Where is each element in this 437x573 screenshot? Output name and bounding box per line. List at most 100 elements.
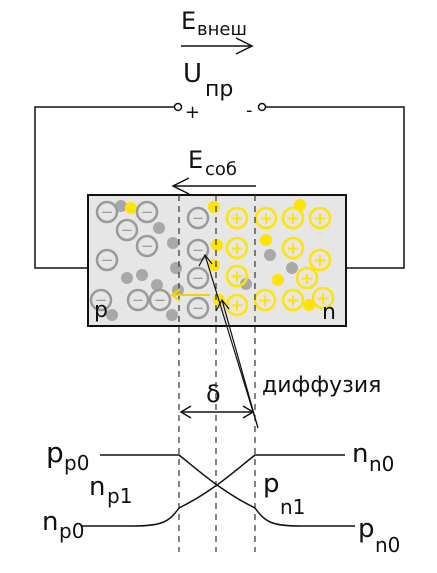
negative-ion: − [148,288,172,312]
external-field: E внеш [181,7,254,55]
hole-carrier [170,262,182,274]
negative-ion: − [186,296,210,320]
depletion-boundaries [178,195,256,552]
np1-symbol: n [89,472,105,502]
negative-ion: − [186,266,210,290]
svg-text:+: + [259,209,273,229]
hole-carrier [121,272,133,284]
svg-text:+: + [258,291,272,311]
hole-carrier [166,309,178,321]
external-field-subscript: внеш [197,19,247,40]
positive-ion: + [281,236,305,260]
svg-text:+: + [286,209,300,229]
p-region-label: p [94,298,108,323]
voltage-subscript: пр [205,77,233,102]
positive-ion: + [254,206,278,230]
circuit-wire [34,106,405,269]
svg-text:−: − [95,291,108,309]
positive-ion: + [225,236,249,260]
hole-carrier [264,249,276,261]
svg-text:−: − [192,241,205,259]
electron-carrier [125,202,137,214]
np0-symbol: n [42,507,58,537]
pn0-symbol: p [358,514,375,544]
pn1-symbol: p [263,469,280,499]
nn0-symbol: n [352,439,368,469]
svg-text:+: + [313,209,327,229]
double-arrow-icon [179,405,255,419]
pp0-subscript: p0 [64,451,89,475]
svg-text:+: + [313,251,327,271]
svg-text:+: + [230,209,244,229]
svg-text:+: + [230,267,244,287]
hole-carrier [136,269,148,281]
ion-layer: −−−−−−−−−−−−+++++++++++++ [89,199,335,321]
concentration-curves [82,454,355,527]
svg-text:+: + [230,296,244,316]
np0-subscript: p0 [59,519,84,543]
electron-carrier [208,201,220,213]
negative-ion: − [186,206,210,230]
svg-text:−: − [121,221,134,239]
internal-field: E соб [171,146,256,195]
positive-ion: + [311,286,335,310]
depletion-width: δ [179,380,255,419]
hole-carrier [151,279,163,291]
svg-text:−: − [192,299,205,317]
svg-text:+: + [286,291,300,311]
svg-text:−: − [141,203,154,221]
semiconductor-block: −−−−−−−−−−−−+++++++++++++ p n [87,194,347,552]
svg-text:−: − [132,291,145,309]
hole-carrier [153,222,165,234]
yellow-arrow-icon [170,288,210,302]
positive-ion: + [295,266,319,290]
positive-ion: + [225,293,249,317]
negative-ion: − [126,288,150,312]
positive-ion: + [225,264,249,288]
svg-text:+: + [300,269,314,289]
electron-carrier [272,274,284,286]
majority-p-curve [100,454,355,527]
external-field-symbol: E [181,7,196,35]
negative-ion: − [186,238,210,262]
electron-carrier [260,234,272,246]
majority-n-curve [82,454,345,527]
voltage-symbol: U [183,59,202,89]
positive-terminal [173,102,183,112]
svg-text:−: − [192,269,205,287]
delta-label: δ [206,380,221,408]
nn0-subscript: n0 [369,452,394,476]
positive-ion: + [281,206,305,230]
positive-ion: + [253,288,277,312]
hole-carrier [106,309,118,321]
concentration-labels: p p0 n p1 n p0 n n0 p n1 p n0 [42,436,400,557]
hole-carrier [240,278,252,290]
electron-carrier [303,299,315,311]
diffusion-arrow-icon [198,253,259,429]
np1-subscript: p1 [107,484,132,508]
negative-ion: − [95,200,119,224]
svg-text:+: + [316,289,330,309]
negative-ion: − [89,288,113,312]
positive-ion: + [281,288,305,312]
svg-text:+: + [286,239,300,259]
positive-ion: + [308,248,332,272]
diffusion-label: диффузия [262,373,381,398]
n-region-label: n [322,300,336,325]
minus-sign: - [246,100,253,121]
plus-sign: + [185,102,200,123]
negative-ion: − [135,234,159,258]
svg-text:−: − [192,209,205,227]
svg-text:+: + [230,239,244,259]
electron-carrier [211,239,223,251]
internal-field-symbol: E [188,146,203,174]
hole-carrier [167,237,179,249]
right-arrow-icon [181,37,254,55]
pn1-subscript: n1 [280,495,305,519]
hole-carrier [286,262,298,274]
positive-ion: + [308,206,332,230]
negative-terminal [257,102,267,112]
negative-ion: − [95,248,119,272]
svg-text:−: − [101,203,114,221]
